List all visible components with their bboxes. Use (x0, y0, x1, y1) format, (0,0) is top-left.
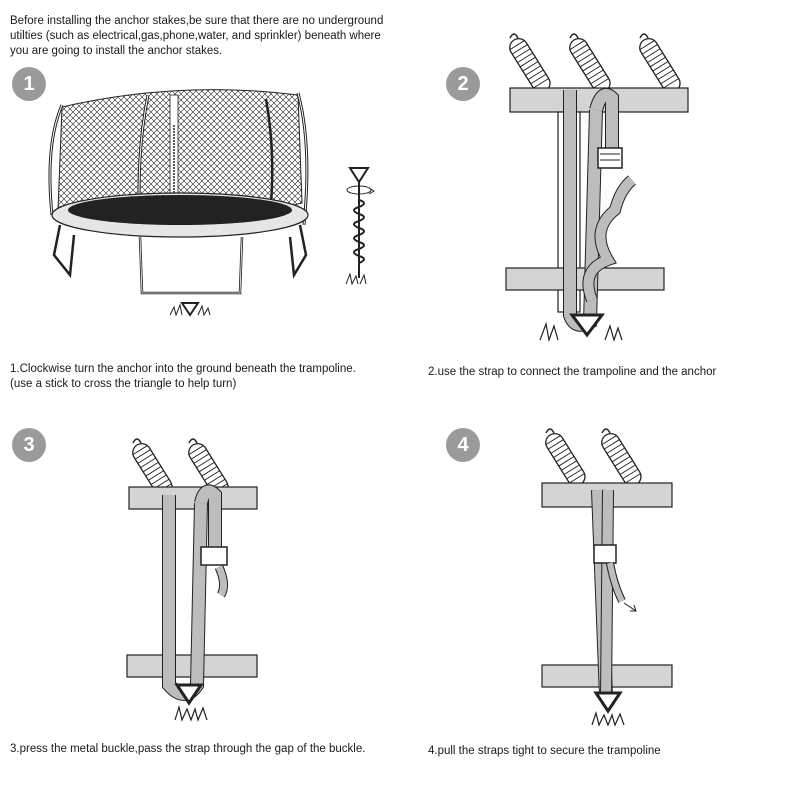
trampoline-illustration (48, 89, 309, 317)
intro-warning-text: Before installing the anchor stakes,be s… (10, 15, 384, 57)
spiral-anchor-icon (345, 167, 375, 286)
step-2-badge: 2 (446, 67, 480, 101)
step-3-caption: 3.press the metal buckle,pass the strap … (10, 743, 366, 755)
step-4-caption: 4.pull the straps tight to secure the tr… (428, 745, 661, 757)
step-1-caption: 1.Clockwise turn the anchor into the gro… (10, 362, 410, 392)
step-1-caption-line1: 1.Clockwise turn the anchor into the gro… (10, 363, 356, 375)
step-3-badge: 3 (12, 428, 46, 462)
step-1-caption-line2: (use a stick to cross the triangle to he… (10, 378, 237, 390)
strap-tighten-illustration (541, 428, 673, 727)
buckle-press-illustration (126, 438, 258, 722)
step-2-caption: 2.use the strap to connect the trampolin… (428, 366, 717, 378)
step-1-badge: 1 (12, 67, 46, 101)
strap-connect-illustration (505, 33, 689, 343)
step-4-badge: 4 (446, 428, 480, 462)
